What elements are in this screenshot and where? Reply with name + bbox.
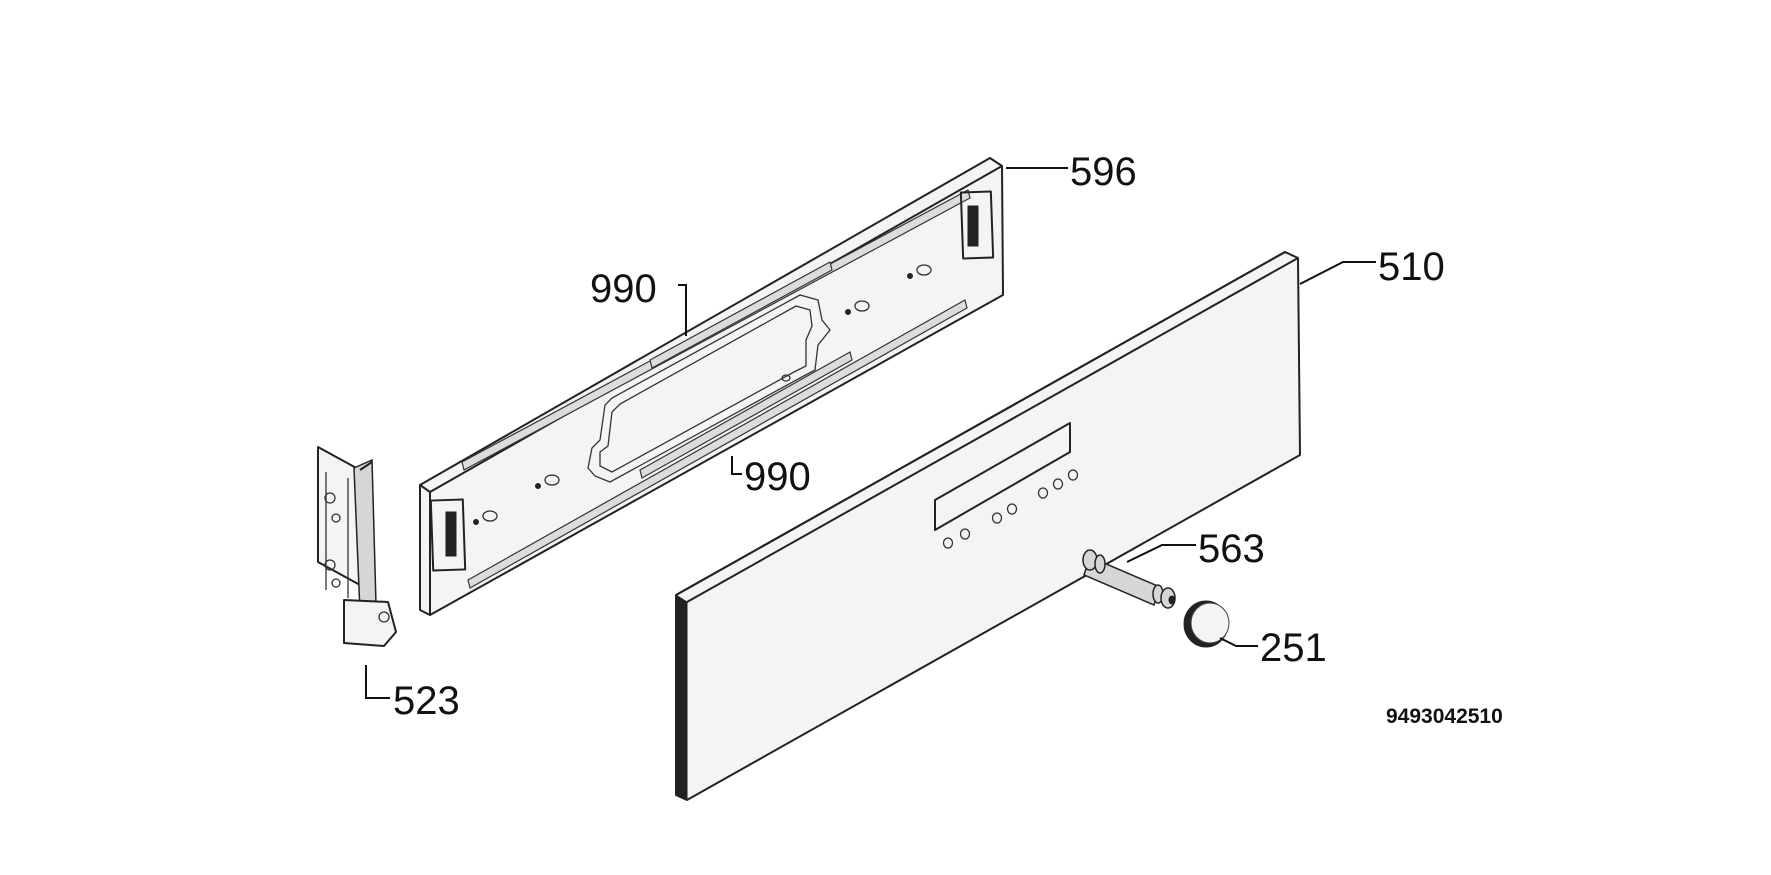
label-596: 596 bbox=[1070, 150, 1137, 194]
part-596-panel-frame bbox=[419, 157, 1004, 616]
part-563-shaft bbox=[1082, 549, 1176, 609]
part-251-cap bbox=[1183, 600, 1230, 648]
label-251: 251 bbox=[1260, 626, 1327, 670]
label-990-bottom: 990 bbox=[744, 455, 811, 499]
label-563: 563 bbox=[1198, 527, 1265, 571]
label-990-top: 990 bbox=[590, 267, 657, 311]
part-510-front-panel bbox=[675, 251, 1301, 801]
drawing-number: 9493042510 bbox=[1386, 705, 1503, 728]
leader-lines bbox=[365, 167, 1376, 699]
label-510: 510 bbox=[1378, 245, 1445, 289]
label-523: 523 bbox=[393, 679, 460, 723]
part-523-side-bracket bbox=[317, 446, 397, 647]
